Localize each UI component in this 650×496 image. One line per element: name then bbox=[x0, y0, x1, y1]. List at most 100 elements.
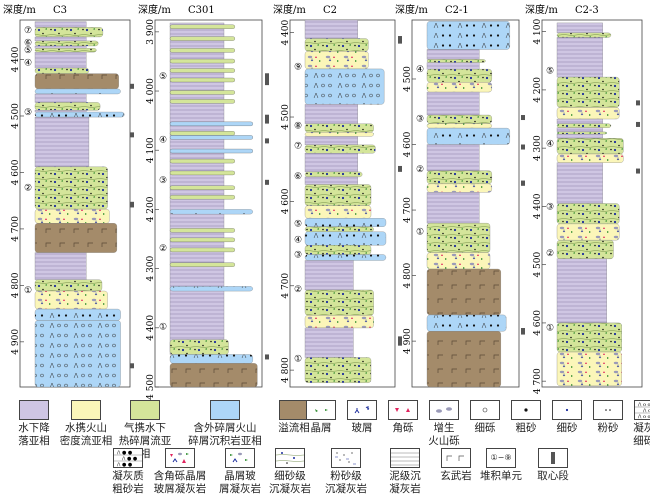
core-section-marker bbox=[636, 168, 640, 174]
legend: 水下降 落亚相水携火山 密度流亚相气携水下 热碎屑流亚相含外碎屑火山 碎屑沉积岩… bbox=[0, 395, 650, 495]
legend-item-crystal_vitric_tuff: 晶屑玻 屑凝灰岩 bbox=[212, 448, 268, 496]
lithology-layer-epiclastic_tuff_gravel bbox=[34, 320, 121, 388]
legend-label: 粉砂 bbox=[597, 422, 619, 434]
stripe-layer bbox=[169, 48, 235, 53]
lithology-layer-hydro_lithic bbox=[304, 245, 372, 255]
legend-label: 粉砂级 沉凝灰岩 bbox=[325, 470, 367, 495]
depth-axis-label: 深度/m bbox=[3, 3, 36, 16]
depositional-unit-label: ③ bbox=[294, 251, 302, 261]
legend-item-breccia_crystal_vitric_tuff: 含角砾晶屑 玻屑凝灰岩 bbox=[152, 448, 208, 496]
lithology-layer-submarine bbox=[34, 93, 87, 103]
depositional-unit-label: ① bbox=[294, 354, 302, 364]
lithology-layer-hydro_lithic bbox=[556, 123, 612, 128]
lithology-layer-hydro_lithic bbox=[304, 123, 374, 133]
legend-item-coarse_sand: 粗砂 bbox=[505, 400, 547, 435]
stripe-layer bbox=[169, 24, 235, 29]
lithology-layer-hydro_lithic bbox=[304, 289, 374, 316]
lithology-layer-basalt bbox=[34, 73, 119, 90]
facies-swatch bbox=[71, 400, 101, 420]
legend-label: 溢流相 bbox=[278, 422, 310, 434]
well-name: C2 bbox=[323, 5, 337, 16]
lithology-layer-submarine bbox=[556, 258, 607, 324]
depth-tick-label: 4 600 bbox=[281, 188, 291, 214]
legend-label: 凝灰质 粗砂岩 bbox=[112, 470, 144, 495]
depositional-unit-label: ② bbox=[546, 249, 554, 259]
depositional-unit-label: ① bbox=[416, 228, 424, 238]
lithology-layer-water_borne bbox=[34, 208, 110, 224]
core-section-marker bbox=[265, 179, 269, 185]
depositional-unit-label: ④ bbox=[159, 136, 167, 146]
depth-tick-label: 4 600 bbox=[403, 131, 413, 157]
lithology-layer-hydro_lithic bbox=[304, 38, 369, 52]
lithology-layer-submarine bbox=[556, 127, 603, 132]
stripe-layer bbox=[169, 58, 235, 64]
lithology-layer-hydro_lithic bbox=[556, 131, 607, 135]
stripe-layer bbox=[169, 262, 235, 267]
lithology-layer-water_borne bbox=[556, 153, 624, 163]
stripe-layer bbox=[169, 185, 235, 190]
depth-tick-label: 4 800 bbox=[403, 262, 413, 288]
depositional-unit-label: ⑦ bbox=[24, 26, 32, 36]
lithology-layer-water_borne bbox=[304, 51, 369, 70]
lithology-layer-epiclastic bbox=[169, 354, 253, 364]
legend-label: 增生 火山砾 bbox=[428, 422, 460, 447]
depositional-unit-label: ⑤ bbox=[546, 67, 554, 77]
lithology-layer-water_borne bbox=[304, 132, 374, 137]
depth-tick-label: 4 200 bbox=[146, 196, 156, 222]
depth-tick-label: 4 300 bbox=[533, 135, 543, 161]
lithology-layer-epiclastic bbox=[426, 314, 507, 332]
lithology-layer-submarine bbox=[426, 192, 480, 224]
depth-tick-label: 4 900 bbox=[403, 328, 413, 354]
legend-item-silt: 粉砂 bbox=[587, 400, 629, 435]
depth-tick-label: 4 600 bbox=[533, 310, 543, 336]
svg-text:/\ ● ●: /\ ● ● bbox=[117, 462, 133, 467]
core-section-marker bbox=[130, 83, 134, 89]
depth-tick-label: 4 500 bbox=[533, 252, 543, 278]
depositional-unit-label: ④ bbox=[416, 65, 424, 75]
depth-tick-label: 4 300 bbox=[146, 255, 156, 281]
lithology-layer-hydro_lithic bbox=[426, 170, 492, 184]
lithology-layer-water_borne bbox=[556, 223, 620, 241]
lithology-layer-submarine bbox=[556, 162, 603, 204]
depositional-unit-label: ③ bbox=[24, 108, 32, 118]
lithology-layer-hydro_lithic bbox=[426, 69, 492, 83]
depositional-unit-label: ③ bbox=[159, 176, 167, 186]
accretionary-icon bbox=[429, 400, 459, 420]
mud-sed-tuff-icon bbox=[390, 448, 420, 468]
lithology-layer-epiclastic bbox=[169, 209, 253, 215]
core-section-marker bbox=[130, 132, 134, 138]
lithology-layer-hydro_lithic bbox=[34, 166, 108, 210]
legend-label: 玻屑 bbox=[351, 422, 373, 434]
depth-tick-label: 4 400 bbox=[11, 46, 21, 72]
legend-label: 粗砂 bbox=[515, 422, 537, 434]
well-name: C301 bbox=[188, 5, 215, 16]
core-section-marker bbox=[521, 144, 525, 150]
depositional-unit-label: ① bbox=[24, 286, 32, 296]
legend-label: 角砾 bbox=[392, 422, 414, 434]
lithology-layer-hydro_lithic bbox=[426, 59, 486, 63]
lithology-layer-hydro_lithic bbox=[304, 171, 363, 178]
stripe-layer bbox=[169, 148, 253, 154]
depositional-unit-label: ② bbox=[159, 244, 167, 254]
svg-text:/\ ● ●: /\ ● ● bbox=[122, 456, 138, 462]
lithology-layer-submarine bbox=[304, 19, 358, 39]
legend-item-hydro_lithic: 气携水下 热碎屑流亚相 bbox=[115, 400, 175, 461]
depositional-unit-label: ② bbox=[416, 165, 424, 175]
lithology-layer-epiclastic bbox=[34, 308, 121, 321]
svg-text:/\ o o: /\ o o bbox=[643, 408, 650, 414]
stripe-layer bbox=[169, 158, 235, 164]
legend-item-tuff_coarse_sandstone: /\ ● ●/\ ● ●/\ ● ●凝灰质 粗砂岩 bbox=[100, 448, 156, 496]
lithology-layer-submarine bbox=[426, 144, 480, 171]
legend-label: 晶屑玻 屑凝灰岩 bbox=[219, 470, 261, 495]
depth-axis-label: 深度/m bbox=[395, 3, 428, 16]
svg-text:/\ o o: /\ o o bbox=[638, 414, 650, 419]
facies-swatch bbox=[210, 400, 240, 420]
lithology-layer-hydro_lithic bbox=[34, 102, 101, 111]
lithology-layer-submarine bbox=[426, 49, 480, 60]
vitric-icon bbox=[347, 400, 377, 420]
facies-swatch bbox=[19, 400, 49, 420]
lithology-layer-epiclastic bbox=[304, 231, 387, 246]
